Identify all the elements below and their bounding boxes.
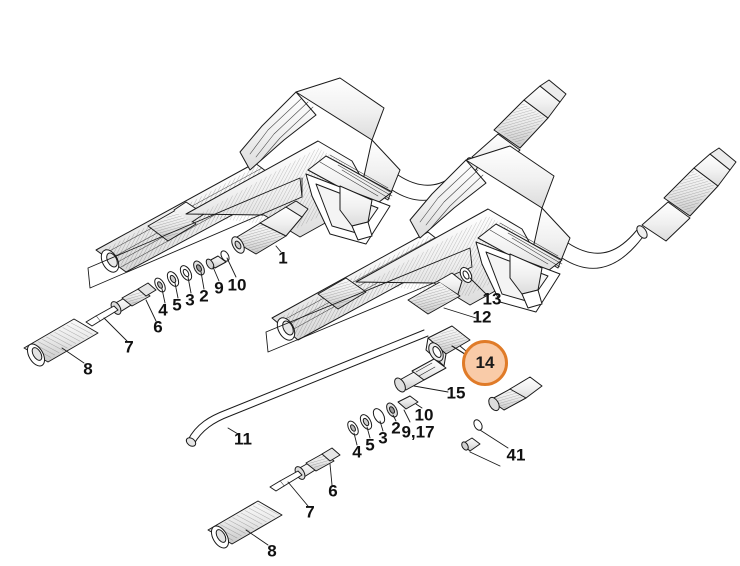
part-coupler-6-lower — [269, 447, 341, 492]
part-41-group — [461, 376, 543, 452]
callout-label: 13 — [482, 289, 502, 309]
callout-label: 3 — [185, 290, 195, 310]
callout-label: 7 — [305, 502, 315, 522]
middle-parts — [394, 267, 488, 393]
lower-hose-connector — [641, 147, 737, 242]
callout-label: 11 — [234, 429, 252, 449]
callout-label: 3 — [378, 428, 388, 448]
callout-label: 10 — [414, 405, 434, 425]
callout-label: 4 — [352, 442, 362, 462]
highlighted-part-badge[interactable]: 14 — [462, 340, 508, 386]
lower-gun-body — [317, 145, 571, 313]
part-washers-lower — [347, 395, 419, 436]
part-nut-12 — [407, 272, 463, 315]
part-grip-8 — [23, 318, 99, 367]
upper-parts-row — [23, 200, 309, 367]
part-coupler-6 — [85, 282, 157, 327]
callout-label: 8 — [83, 359, 93, 379]
callout-label: 2 — [199, 286, 209, 306]
group-outline-lower — [265, 247, 473, 353]
lower-lance-collar — [317, 277, 367, 310]
callout-label: 9,17 — [401, 422, 435, 442]
callout-label: 5 — [365, 435, 375, 455]
leader-lines-middle — [413, 277, 488, 393]
callout-label: 6 — [153, 317, 163, 337]
lower-hose — [561, 225, 648, 269]
callout-label: 15 — [446, 383, 466, 403]
upper-spray-gun — [95, 77, 567, 273]
part-oring-13 — [459, 267, 473, 283]
callout-label: 7 — [124, 337, 134, 357]
part-coupling-14 — [425, 325, 471, 367]
part-lance-11 — [185, 329, 429, 447]
group-outline-upper — [87, 177, 303, 289]
callout-label: 10 — [227, 275, 247, 295]
callout-label: 2 — [391, 418, 401, 438]
callout-label: 1 — [278, 248, 288, 268]
callout-label: 4 — [158, 300, 168, 320]
callout-label: 41 — [506, 445, 526, 465]
part-washers-upper — [154, 250, 230, 293]
leader-lines-upper — [61, 245, 282, 364]
callout-label: 8 — [267, 541, 277, 561]
callout-label: 12 — [472, 307, 492, 327]
lower-spray-gun — [271, 145, 737, 341]
lower-parts-row — [185, 329, 543, 549]
part-grip-8-lower — [207, 500, 283, 549]
callout-label: 9 — [214, 278, 224, 298]
part-nozzle-1 — [231, 200, 309, 255]
callout-label: 5 — [172, 295, 182, 315]
leader-lines-lower — [227, 403, 509, 546]
callout-label: 6 — [328, 481, 338, 501]
upper-gun-body — [185, 77, 401, 245]
part-nipple-15 — [394, 358, 447, 393]
